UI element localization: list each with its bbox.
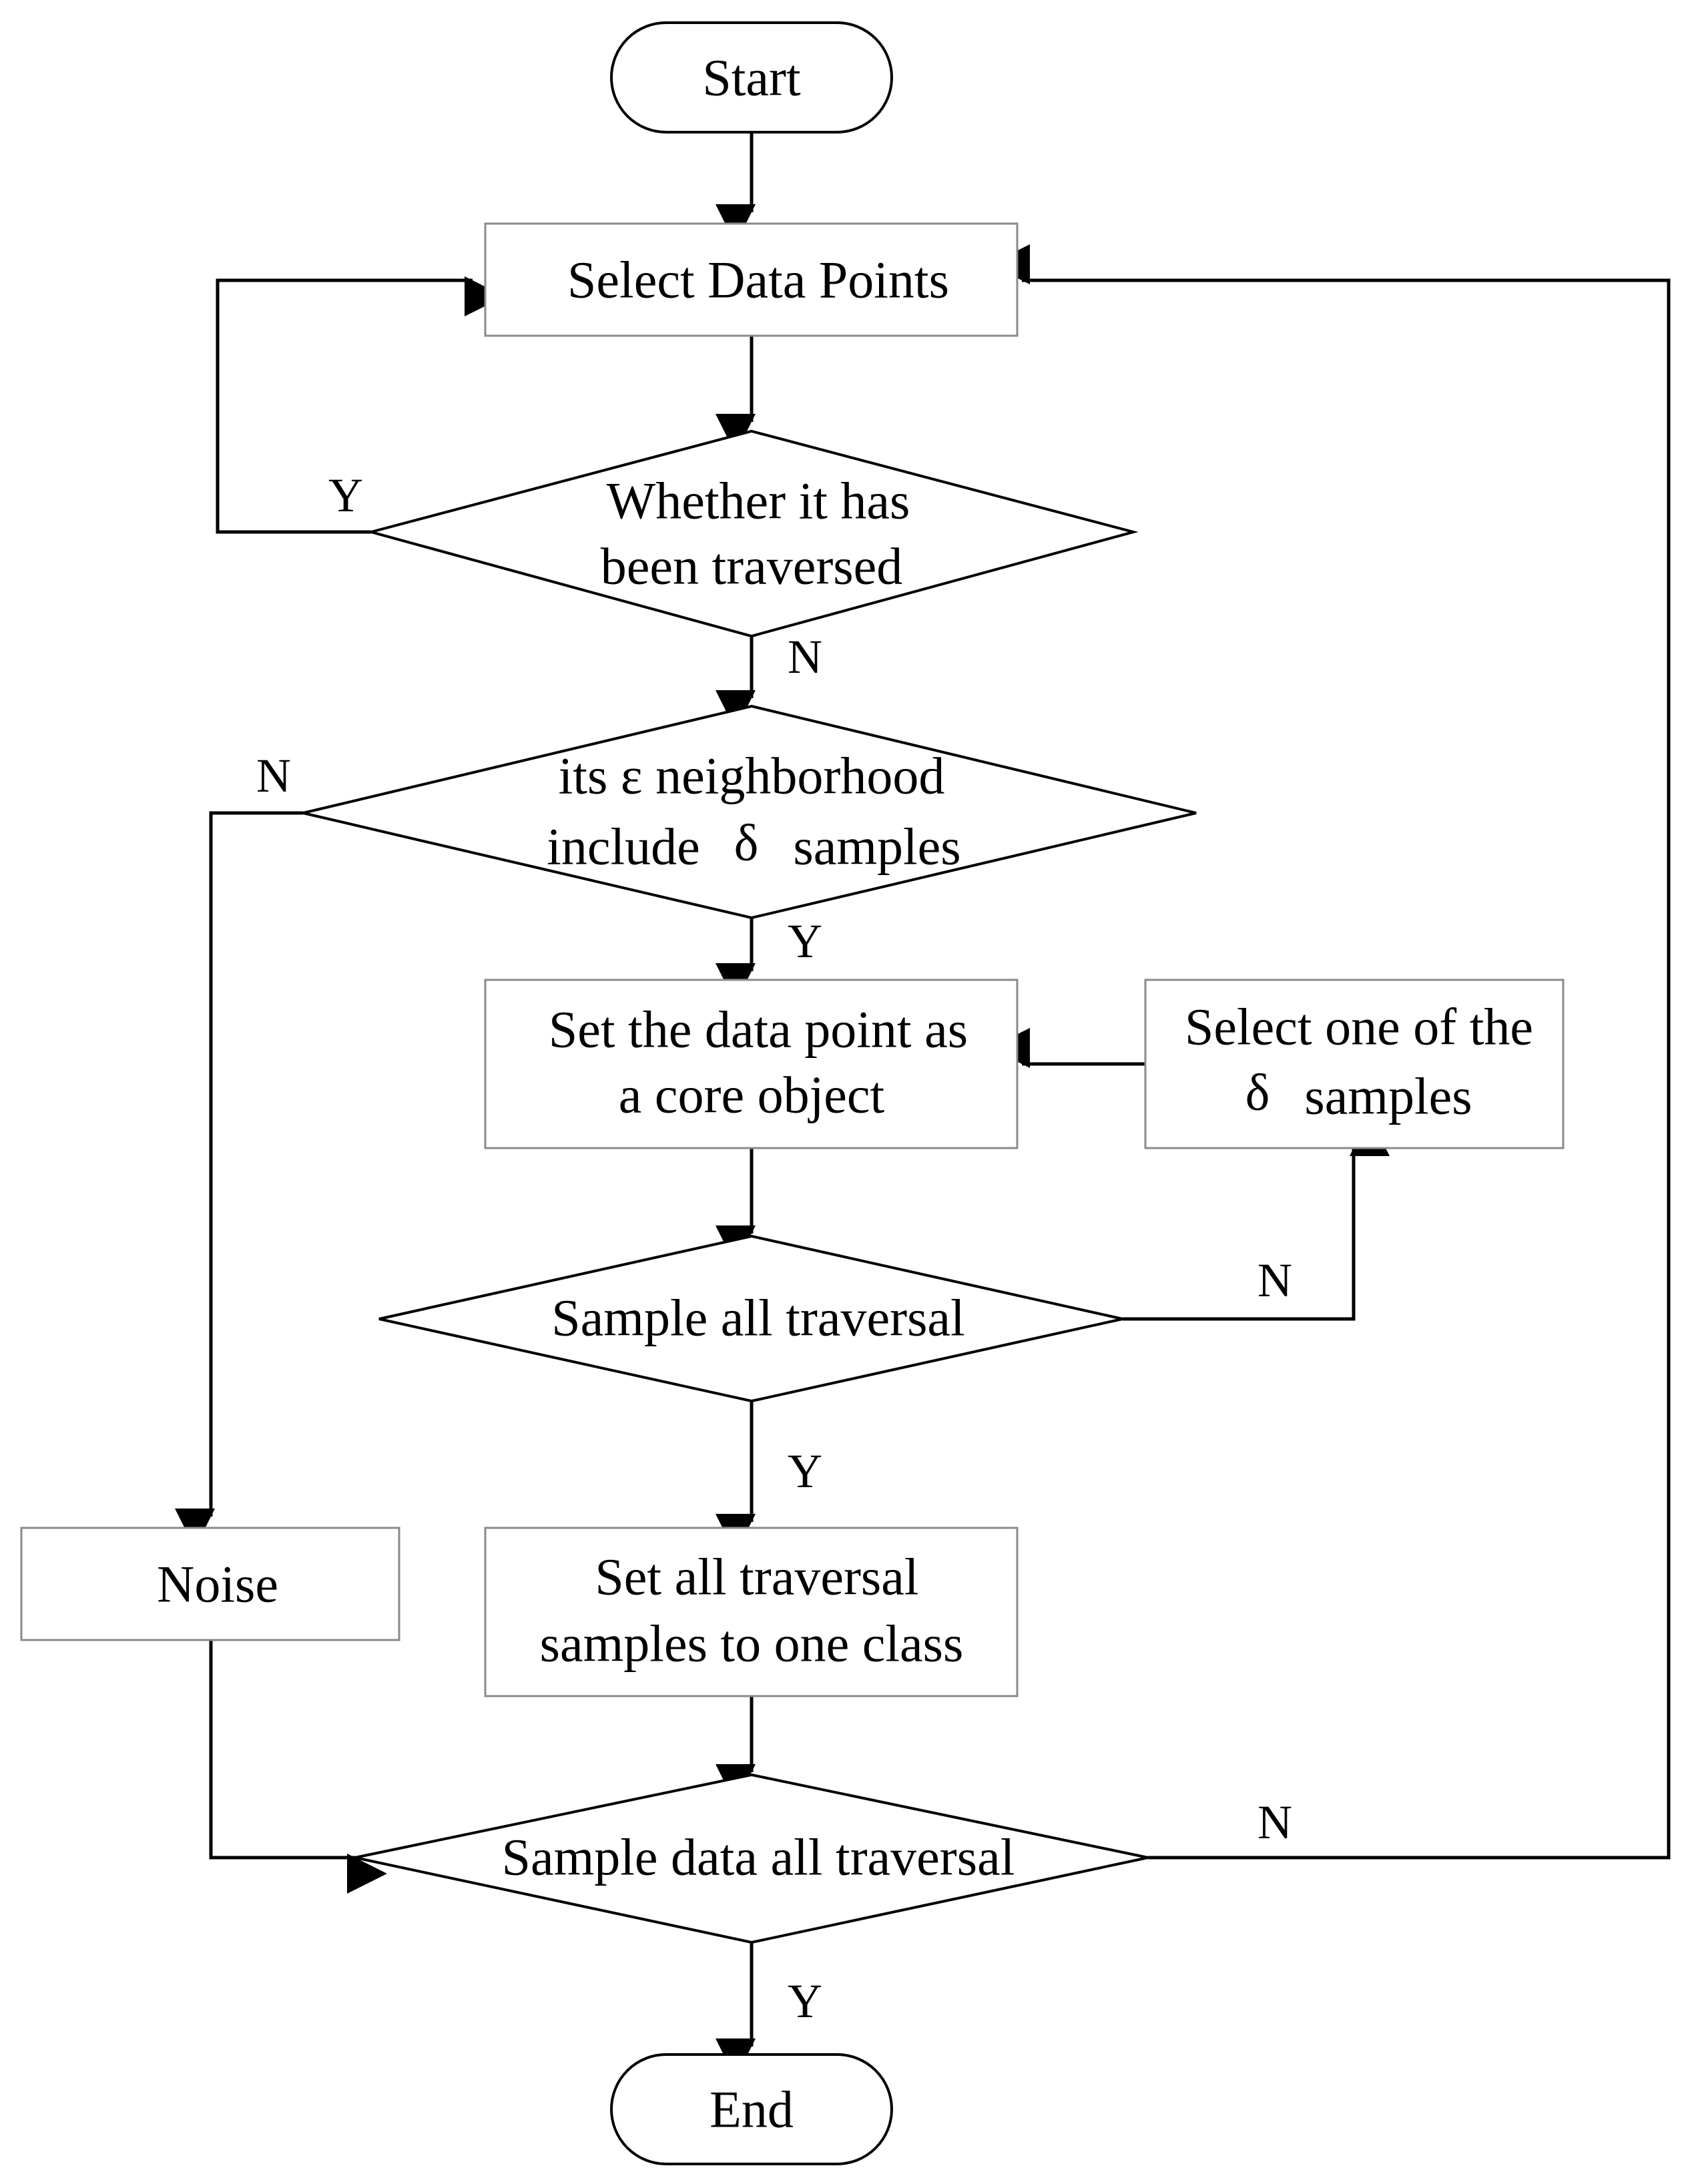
core-label-line1: Set the data point as (549, 1001, 968, 1059)
arrow-traversed-yes-loop (216, 276, 505, 534)
edge-labels: Y N N Y N Y N Y (256, 469, 1292, 2028)
sample-data-no-label: N (1257, 1796, 1292, 1849)
set-class-box: Set all traversal samples to one class (484, 1527, 1019, 1697)
sample-all-decision: Sample all traversal (378, 1234, 1123, 1403)
traversed-label-line2: been traversed (601, 537, 903, 595)
select-one-label-delta: δ (1245, 1063, 1270, 1121)
neighborhood-yes-label: Y (788, 914, 822, 968)
traversed-yes-label: Y (328, 469, 363, 522)
arrow-sample-all-no-to-select-one (1123, 1116, 1390, 1321)
neighborhood-label-delta: δ (734, 814, 759, 872)
end-label: End (710, 2081, 794, 2139)
select-one-label-line1: Select one of the (1185, 998, 1533, 1056)
set-class-label-line1: Set all traversal (595, 1548, 918, 1606)
traversed-no-label: N (788, 630, 822, 684)
arrow-sample-data-no-loop (990, 244, 1671, 1860)
sample-all-yes-label: Y (788, 1444, 822, 1498)
traversed-label-line1: Whether it has (607, 472, 910, 530)
sample-data-yes-label: Y (788, 1974, 822, 2028)
neighborhood-no-label: N (256, 749, 291, 802)
core-label-line2: a core object (619, 1066, 885, 1124)
select-data-points-box: Select Data Points (484, 222, 1019, 337)
noise-box: Noise (20, 1527, 400, 1641)
start-label: Start (702, 49, 801, 107)
sample-data-label: Sample data all traversal (502, 1828, 1015, 1886)
sample-data-decision: Sample data all traversal (354, 1773, 1149, 1944)
sample-all-no-label: N (1257, 1254, 1292, 1307)
neighborhood-decision: its ε neighborhood include δ samples (302, 704, 1197, 920)
connectors (175, 132, 1671, 2079)
arrow-noise-to-sample-data (209, 1640, 387, 1894)
end-node: End (610, 2053, 893, 2165)
arrow-neighborhood-no-to-noise (175, 811, 303, 1549)
set-class-label-line2: samples to one class (540, 1615, 964, 1673)
noise-label: Noise (157, 1555, 278, 1613)
neighborhood-label-samples: samples (793, 818, 960, 876)
select-one-box: Select one of the δ samples (1144, 979, 1565, 1149)
select-data-points-label: Select Data Points (567, 251, 949, 309)
traversed-decision: Whether it has been traversed (366, 429, 1139, 638)
core-object-box: Set the data point as a core object (484, 979, 1019, 1149)
sample-all-label: Sample all traversal (551, 1289, 964, 1347)
start-node: Start (610, 21, 893, 133)
neighborhood-label-line1: its ε neighborhood (559, 747, 945, 805)
select-one-label-line2: samples (1304, 1067, 1472, 1125)
neighborhood-label-include: include (547, 818, 700, 876)
